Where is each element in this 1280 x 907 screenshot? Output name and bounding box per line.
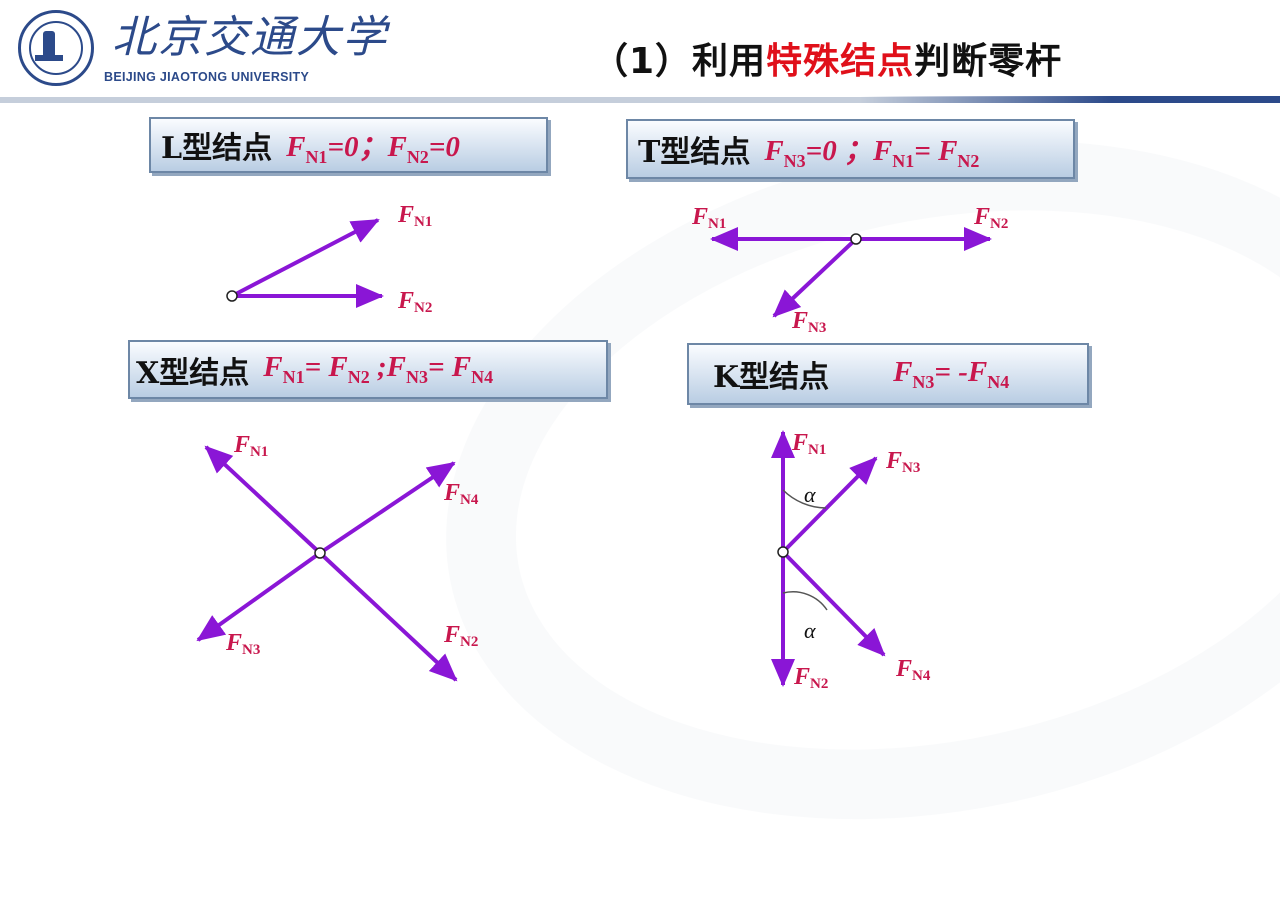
x-joint-node [314, 547, 326, 559]
x-label-n2: FN2 [443, 622, 478, 650]
university-name-cn: 北京交通大学 [112, 12, 388, 63]
x-joint-diagram: FN1 FN4 FN3 FN2 [196, 432, 479, 682]
l-joint-name: L型结点 [161, 131, 273, 166]
t-joint-node [850, 233, 862, 245]
header-divider [0, 97, 1280, 103]
x-joint-name: X型结点 [136, 355, 250, 391]
k-label-n4: FN4 [895, 656, 931, 684]
t-force-n3-arrow [772, 237, 858, 318]
x-label-n3: FN3 [225, 630, 260, 658]
x-label-n1: FN1 [233, 432, 268, 460]
k-joint-name: K型结点 [713, 360, 830, 395]
x-force-n3-arrow [196, 551, 322, 642]
k-joint-label-box: K型结点 FN3= -FN4 [687, 343, 1089, 405]
k-angle-label-lower: α [804, 618, 816, 643]
k-joint-node [777, 546, 789, 558]
t-joint-equation: FN3=0 ；FN1= FN2 [764, 134, 980, 171]
k-angle-label-upper: α [804, 482, 816, 507]
k-angle-arc-lower [782, 591, 828, 611]
t-label-n3: FN3 [791, 308, 826, 336]
l-force-n1-arrow [231, 218, 380, 298]
university-seal-logo [18, 10, 94, 86]
x-force-n4-arrow [318, 461, 456, 555]
l-joint-diagram: FN1 FN2 [226, 202, 432, 316]
x-force-n1-arrow [204, 445, 322, 555]
t-joint-name: T型结点 [638, 135, 751, 170]
l-joint-node [226, 290, 238, 302]
l-label-n1: FN1 [397, 202, 432, 230]
l-joint-equation: FN1=0；FN2=0 [286, 130, 460, 167]
header-accent-bar [860, 96, 1280, 103]
x-joint-label-box: X型结点 FN1= FN2 ;FN3= FN4 [128, 340, 608, 399]
l-label-n2: FN2 [397, 288, 432, 316]
t-label-n1: FN1 [691, 204, 726, 232]
k-force-n4-arrow [781, 550, 886, 657]
k-label-n2: FN2 [793, 664, 828, 692]
k-angle-arc-upper [782, 489, 827, 509]
t-label-n2: FN2 [973, 204, 1008, 232]
slide-header: 北京交通大学 BEIJING JIAOTONG UNIVERSITY （1）利用… [0, 0, 1280, 110]
k-label-n1: FN1 [791, 430, 826, 458]
title-highlight: 特殊结点 [766, 41, 915, 82]
x-label-n4: FN4 [443, 480, 479, 508]
slide-title: （1）利用特殊结点判断零杆 [592, 32, 1062, 84]
k-force-n3-arrow [781, 456, 878, 554]
title-prefix: （1）利用 [592, 41, 767, 82]
t-joint-label-box: T型结点 FN3=0 ；FN1= FN2 [626, 119, 1075, 179]
university-name-en: BEIJING JIAOTONG UNIVERSITY [104, 70, 310, 84]
k-joint-equation: FN3= -FN4 [893, 355, 1010, 392]
force-diagrams: FN1 FN2 FN1 FN2 FN3 FN1 FN4 FN3 FN2 α α … [196, 202, 1008, 692]
title-suffix: 判断零杆 [914, 41, 1063, 82]
l-joint-label-box: L型结点 FN1=0；FN2=0 [149, 117, 548, 173]
x-force-n2-arrow [318, 551, 458, 682]
k-joint-diagram: α α FN1 FN3 FN2 FN4 [771, 430, 931, 692]
k-label-n3: FN3 [885, 448, 920, 476]
t-joint-diagram: FN1 FN2 FN3 [691, 204, 1008, 336]
x-joint-equation: FN1= FN2 ;FN3= FN4 [263, 351, 494, 387]
